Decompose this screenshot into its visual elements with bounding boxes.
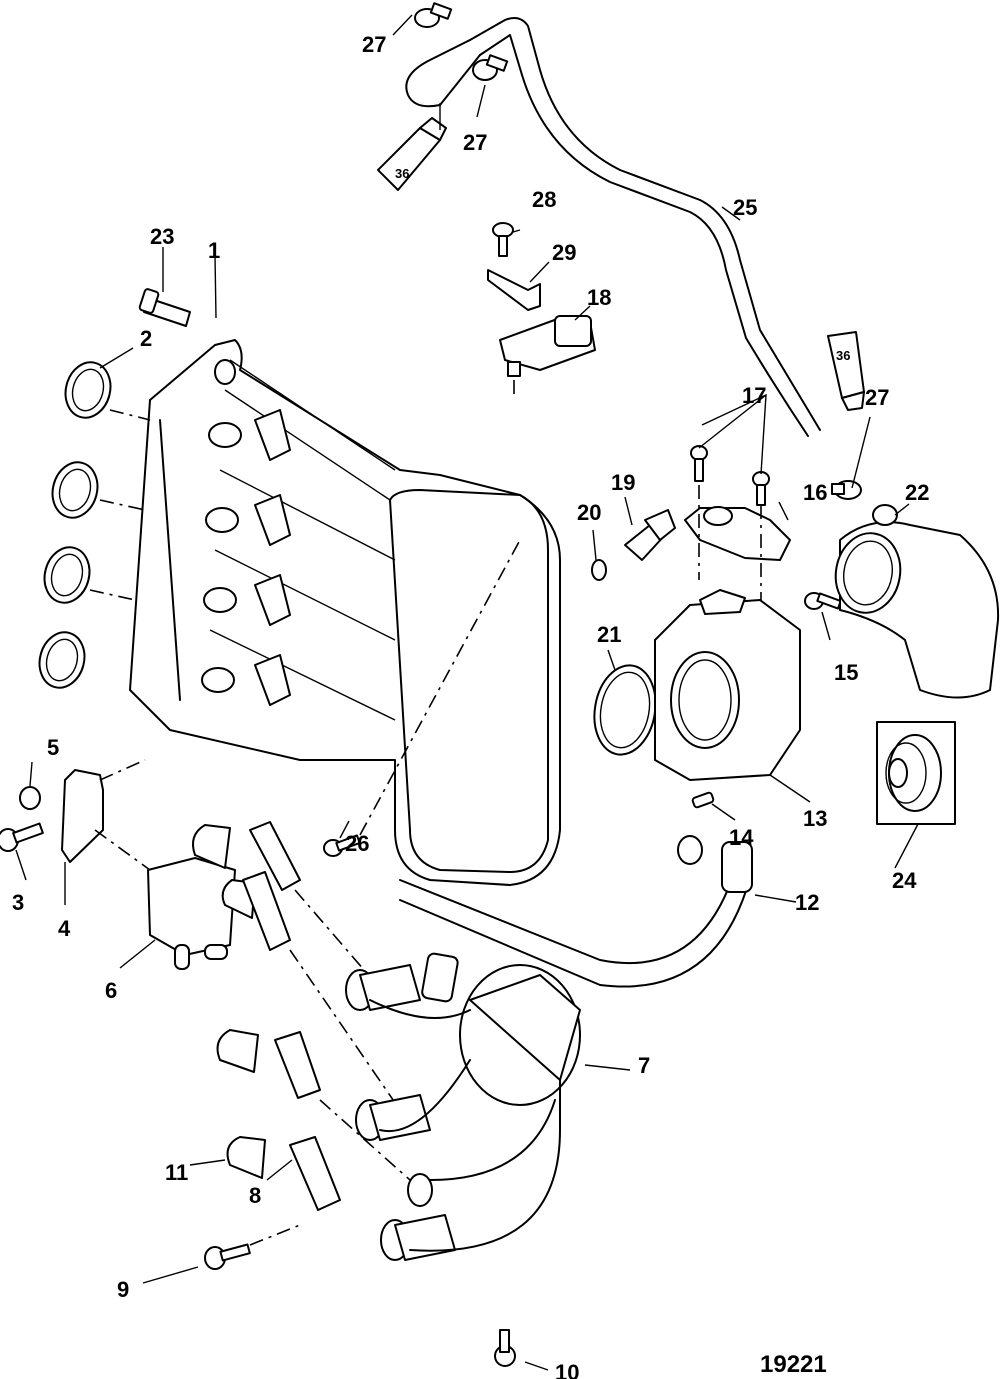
bracket-29[interactable] xyxy=(487,269,541,311)
hose-clamp-top-right[interactable] xyxy=(472,54,509,81)
sealant-tube-label: 36 xyxy=(836,348,850,363)
sensor-screw-left[interactable] xyxy=(690,445,708,482)
vent-hose[interactable] xyxy=(405,17,821,437)
callout-labels: 1 2 3 4 5 6 7 8 9 10 11 12 13 14 15 16 1… xyxy=(12,32,929,1379)
callout-8: 8 xyxy=(249,1183,261,1208)
grommet-box[interactable] xyxy=(876,721,956,825)
callout-19: 19 xyxy=(611,470,635,495)
sensor-screw-right[interactable] xyxy=(752,471,770,506)
callout-21: 21 xyxy=(597,622,621,647)
callout-28: 28 xyxy=(532,187,556,212)
intake-manifold[interactable] xyxy=(129,339,561,886)
throttle-position-sensor[interactable] xyxy=(684,506,791,561)
callout-9: 9 xyxy=(117,1277,129,1302)
mounting-bracket[interactable] xyxy=(61,769,104,863)
callout-12: 12 xyxy=(795,890,819,915)
callout-27-right: 27 xyxy=(865,385,889,410)
fuel-injector-2[interactable] xyxy=(242,871,291,951)
fuel-injector-4[interactable] xyxy=(289,1136,341,1211)
bracket-bolt[interactable] xyxy=(0,822,44,852)
sealant-tube-top: 36 xyxy=(377,117,447,191)
injector-clip-4[interactable] xyxy=(226,1136,266,1179)
nut[interactable] xyxy=(19,786,41,810)
callout-23: 23 xyxy=(150,224,174,249)
callout-13: 13 xyxy=(803,806,827,831)
injector-clip-1[interactable] xyxy=(192,824,231,869)
screw-28[interactable] xyxy=(492,222,514,257)
hose-clamp-right[interactable] xyxy=(831,480,862,500)
callout-26: 26 xyxy=(345,831,369,856)
callout-5: 5 xyxy=(47,735,59,760)
sealant-tube-right: 36 xyxy=(827,331,865,411)
callout-29: 29 xyxy=(552,240,576,265)
injector-clip-3[interactable] xyxy=(216,1029,259,1073)
callout-7: 7 xyxy=(638,1053,650,1078)
fuel-rail-harness[interactable] xyxy=(345,952,581,1261)
screw-10[interactable] xyxy=(494,1329,516,1367)
leader-lines xyxy=(15,14,919,1371)
throttle-body[interactable] xyxy=(654,589,801,781)
callout-4: 4 xyxy=(58,916,71,941)
callout-16: 16 xyxy=(803,480,827,505)
callout-24: 24 xyxy=(892,868,917,893)
screw-9[interactable] xyxy=(204,1243,251,1270)
fuel-injector-1[interactable] xyxy=(249,821,301,891)
callout-18: 18 xyxy=(587,285,611,310)
callout-27-top-left: 27 xyxy=(362,32,386,57)
callout-2: 2 xyxy=(140,326,152,351)
map-sensor[interactable] xyxy=(499,315,596,377)
hose-clamp-top-left[interactable] xyxy=(414,2,453,28)
callout-17: 17 xyxy=(742,383,766,408)
callout-6: 6 xyxy=(105,978,117,1003)
callout-27-top-right: 27 xyxy=(463,130,487,155)
throttle-bolt[interactable] xyxy=(804,592,842,610)
callout-1: 1 xyxy=(208,238,220,263)
callout-25: 25 xyxy=(733,195,757,220)
sealant-tube-label: 36 xyxy=(395,166,409,181)
callout-3: 3 xyxy=(12,890,24,915)
pin[interactable] xyxy=(691,791,715,809)
callout-22: 22 xyxy=(905,480,929,505)
air-intake-elbow[interactable] xyxy=(830,504,1000,699)
stud[interactable] xyxy=(138,288,191,327)
callout-14: 14 xyxy=(729,825,754,850)
temperature-sensor[interactable] xyxy=(624,509,676,561)
callout-10: 10 xyxy=(555,1360,579,1379)
fuel-injector-3[interactable] xyxy=(274,1031,321,1099)
callout-11: 11 xyxy=(165,1160,188,1185)
screw-26[interactable] xyxy=(323,834,361,857)
hose-12[interactable] xyxy=(399,835,753,988)
figure-number: 19221 xyxy=(760,1351,827,1378)
callout-15: 15 xyxy=(834,660,858,685)
manifold-seal-rings[interactable] xyxy=(34,357,117,692)
callout-20: 20 xyxy=(577,500,601,525)
o-ring[interactable] xyxy=(591,559,607,581)
solenoid-valve[interactable] xyxy=(147,857,236,970)
throttle-body-gasket[interactable] xyxy=(588,660,663,759)
